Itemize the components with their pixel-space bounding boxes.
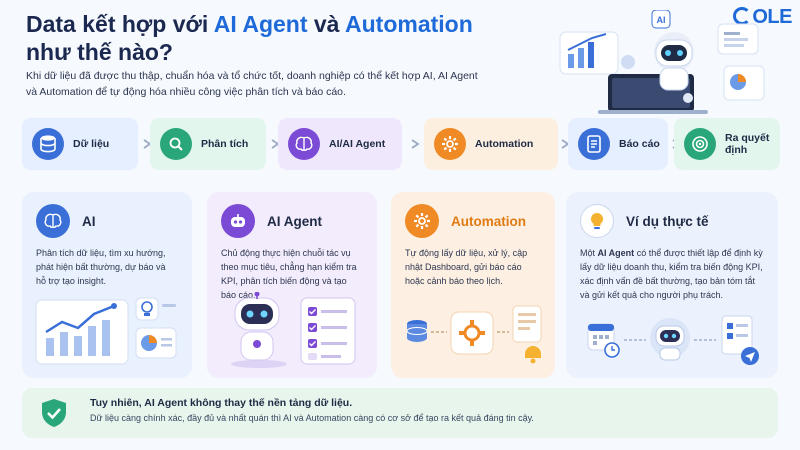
automation-illustration [406, 305, 542, 364]
gear-icon [434, 128, 466, 160]
search-icon [160, 128, 192, 160]
card-title: AI [82, 213, 96, 229]
report-icon [578, 128, 610, 160]
note-text: Dữ liệu càng chính xác, đầy đủ và nhất q… [90, 413, 534, 423]
card-ai: AI Phân tích dữ liệu, tìm xu hướng, phát… [22, 192, 192, 378]
card-title: Automation [451, 213, 526, 229]
example-text-pre: Một [580, 248, 598, 258]
intro-text: Khi dữ liệu đã được thu thập, chuẩn hóa … [26, 70, 478, 98]
flow-step-label: Phân tích [201, 138, 249, 150]
card-automation: Automation Tự động lấy dữ liệu, xử lý, c… [391, 192, 555, 378]
hero-robot-illustration: AI [559, 10, 765, 114]
title-part1: Data kết hợp với [26, 11, 214, 37]
card-head: AI Agent [221, 204, 363, 238]
example-text-post: có thể được thiết lập để định kỳ lấy dữ … [580, 248, 763, 300]
flow-step-decision: Ra quyết định [674, 118, 780, 170]
page-title: Data kết hợp với AI Agent và Automation … [26, 10, 496, 66]
title-ai-agent: AI Agent [213, 11, 308, 37]
card-head: AI [36, 204, 178, 238]
card-text: Phân tích dữ liệu, tìm xu hướng, phát hi… [36, 248, 166, 286]
flow-step-data: Dữ liệu [22, 118, 138, 170]
database-icon [32, 128, 64, 160]
bottom-note: Tuy nhiên, AI Agent không thay thế nền t… [22, 388, 778, 438]
chart-illustration [35, 297, 177, 365]
card-example: Ví dụ thực tế Một AI Agent có thể được t… [566, 192, 778, 378]
process-flow: Dữ liệu Phân tích AI/AI Agent Automation… [22, 118, 780, 170]
robot-checklist-illustration [231, 292, 356, 368]
card-title: Ví dụ thực tế [626, 213, 709, 229]
shield-check-icon [42, 399, 66, 427]
flow-step-label: AI/AI Agent [329, 138, 386, 150]
example-flow-illustration [587, 315, 759, 365]
target-icon [684, 128, 716, 160]
flow-step-label: Automation [475, 138, 534, 150]
card-text: Một AI Agent có thể được thiết lập để đị… [580, 246, 764, 302]
flow-step-analysis: Phân tích [150, 118, 266, 170]
title-automation: Automation [345, 11, 473, 37]
flow-step-automation: Automation [424, 118, 558, 170]
brain-icon [288, 128, 320, 160]
logo-text: OLE [752, 6, 792, 28]
title-part2: và [307, 11, 346, 37]
card-head: Automation [405, 204, 541, 238]
hero-ai-badge: AI [657, 15, 666, 25]
title-part3: như thế nào? [26, 39, 173, 65]
flow-step-label: Báo cáo [619, 138, 660, 150]
robot-icon [221, 204, 255, 238]
flow-step-report: Báo cáo [568, 118, 668, 170]
flow-step-ai-agent: AI/AI Agent [278, 118, 402, 170]
note-title: Tuy nhiên, AI Agent không thay thế nền t… [90, 397, 353, 409]
gear-icon [405, 204, 439, 238]
card-ai-agent: AI Agent Chủ động thực hiện chuỗi tác vụ… [207, 192, 377, 378]
card-text: Chủ động thực hiện chuỗi tác vụ theo mục… [221, 248, 357, 300]
card-text: Tự động lấy dữ liệu, xử lý, cập nhật Das… [405, 248, 528, 286]
example-text-bold: AI Agent [597, 248, 635, 258]
arrow-right-icon [411, 139, 420, 149]
lightbulb-icon [580, 204, 614, 238]
flow-step-label: Dữ liệu [73, 138, 110, 150]
card-title: AI Agent [267, 213, 322, 229]
card-head: Ví dụ thực tế [580, 204, 764, 238]
flow-step-label: Ra quyết định [725, 132, 770, 156]
brain-icon [36, 204, 70, 238]
